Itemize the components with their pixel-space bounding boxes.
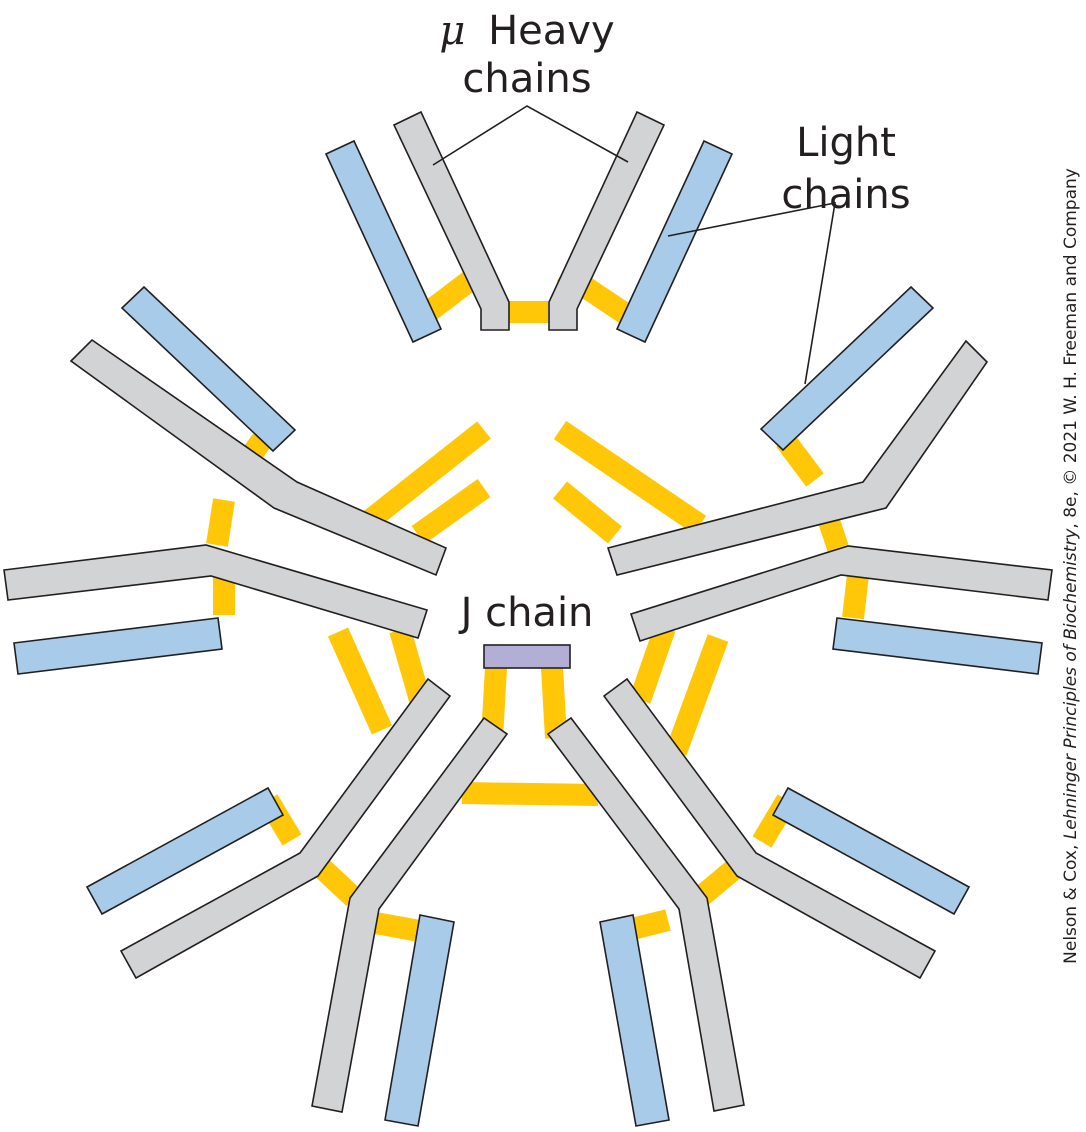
- light-chain: [324, 139, 443, 344]
- disulfide-bond: [665, 634, 729, 756]
- credit-line: Nelson & Cox, Lehninger Principles of Bi…: [1061, 168, 1081, 964]
- j-chain-label: J chain: [458, 590, 594, 636]
- heavy-chains-label: μ Heavy: [439, 8, 614, 54]
- disulfide-bond: [541, 667, 567, 739]
- disulfide-bond: [842, 573, 869, 620]
- mu-symbol: μ: [439, 8, 465, 54]
- credit-suffix: , 8e, © 2021 W. H. Freeman and Company: [1061, 168, 1081, 528]
- light-chain: [759, 285, 935, 452]
- light-chain: [771, 786, 971, 916]
- heavy-chain: [548, 110, 666, 331]
- disulfide-bond: [206, 498, 235, 547]
- heavy-chain: [119, 677, 452, 980]
- heavy-chains: [3, 110, 1053, 1113]
- j-chain: [483, 644, 571, 669]
- disulfide-bond: [553, 481, 622, 544]
- credit-book-title: Lehninger Principles of Biochemistry: [1061, 528, 1081, 840]
- light-label-line1: Light: [796, 120, 896, 166]
- heavy-chain: [606, 339, 989, 576]
- light-chain: [832, 617, 1043, 675]
- light-chain: [13, 617, 223, 675]
- light-chain: [615, 139, 734, 344]
- label-leader-lines: [432, 105, 836, 385]
- heavy-chain: [3, 544, 429, 639]
- disulfide-bond: [776, 433, 824, 487]
- heavy-chain: [629, 545, 1053, 643]
- heavy-chain: [546, 716, 745, 1112]
- light-chain: [384, 914, 455, 1127]
- heavy-chain: [602, 677, 937, 980]
- light-label-line2: chains: [781, 172, 910, 218]
- heavy-chain: [69, 338, 448, 577]
- credit-prefix: Nelson & Cox,: [1061, 839, 1081, 964]
- disulfide-bond: [353, 421, 491, 537]
- light-chains: [13, 139, 1043, 1127]
- disulfide-bond: [629, 624, 676, 704]
- disulfide-bond: [368, 911, 427, 943]
- light-chain: [120, 285, 297, 453]
- heavy-label-line2: chains: [462, 56, 591, 102]
- heavy-label-line1: Heavy: [488, 8, 615, 54]
- light-chains-leader: [667, 201, 836, 385]
- heavy-chain: [311, 716, 509, 1113]
- light-chain: [85, 786, 285, 916]
- disulfide-bond: [327, 627, 393, 735]
- disulfide-bond: [411, 479, 491, 544]
- disulfide-bond: [461, 782, 599, 806]
- heavy-chain: [392, 110, 510, 331]
- heavy-chains-leader: [432, 105, 629, 166]
- disulfide-bond: [553, 420, 707, 535]
- disulfide-bond: [314, 859, 362, 907]
- disulfide-bond: [389, 626, 431, 704]
- light-chain: [599, 914, 670, 1127]
